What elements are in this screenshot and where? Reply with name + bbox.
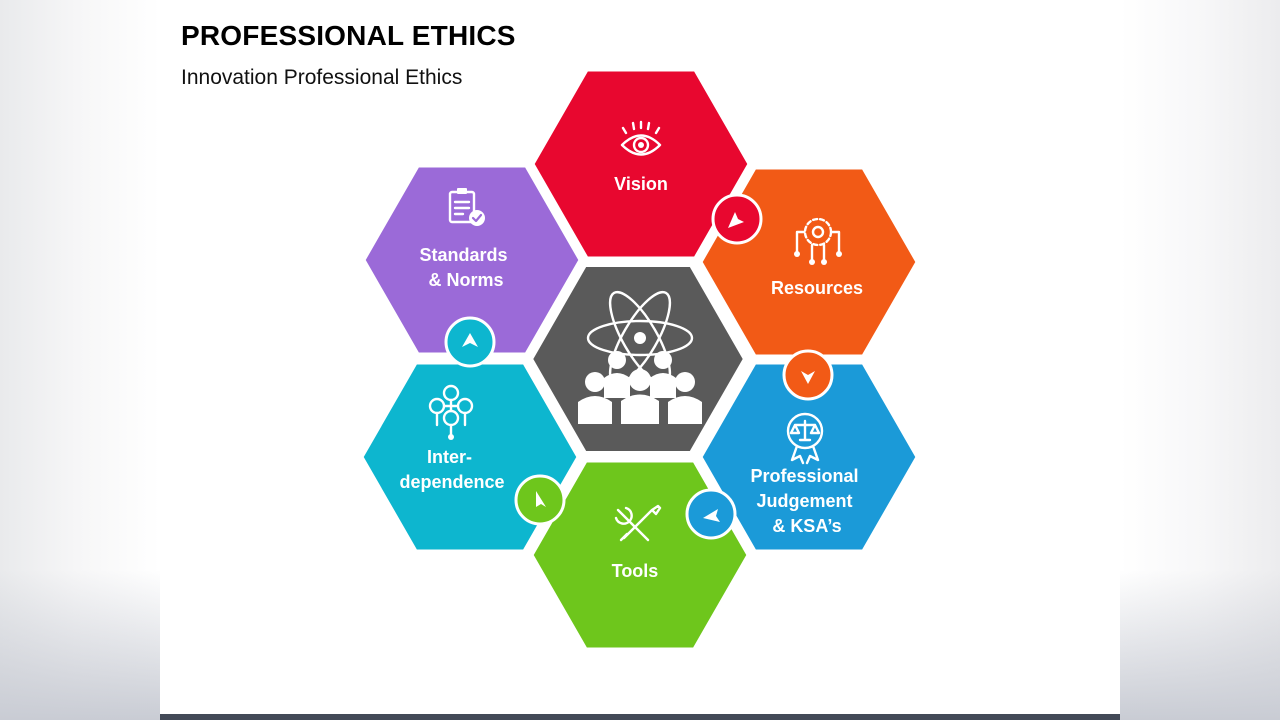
arrow-icon — [462, 333, 478, 347]
standards-label: Standards & Norms — [419, 245, 512, 290]
interdependence-label: Inter- dependence — [399, 447, 504, 492]
slide-bottom-bar — [160, 714, 1120, 720]
arrow-icon — [536, 491, 546, 507]
segment-vision: Vision — [531, 68, 751, 260]
hexagon-puzzle-diagram: Vision Resources — [360, 68, 919, 651]
arrow-icon — [703, 509, 720, 522]
vision-hexagon-shape — [531, 68, 751, 260]
segment-professional-judgement: Professional Judgement & KSA’s — [699, 361, 919, 553]
team-atom-icon — [578, 290, 702, 424]
slide: PROFESSIONAL ETHICS Innovation Professio… — [160, 0, 1120, 720]
connector-judgement-tools — [685, 488, 737, 540]
standards-hexagon-shape — [362, 164, 582, 356]
center-hexagon — [528, 263, 748, 455]
judgement-label: Professional Judgement & KSA’s — [750, 466, 863, 536]
connector-interdependence-standards — [444, 316, 496, 368]
connector-vision-resources — [711, 193, 763, 245]
segment-standards-norms: Standards & Norms — [362, 164, 582, 356]
tools-label: Tools — [612, 561, 659, 581]
slide-subtitle: Innovation Professional Ethics — [181, 66, 463, 89]
arrow-icon — [801, 371, 815, 384]
slide-title: PROFESSIONAL ETHICS — [181, 20, 516, 51]
vision-label: Vision — [614, 174, 668, 194]
connector-tools-interdependence — [514, 474, 566, 526]
resources-label: Resources — [771, 278, 863, 298]
arrow-icon — [728, 212, 744, 228]
connector-resources-judgement — [782, 349, 834, 401]
eye-icon — [620, 120, 662, 156]
scales-badge-icon — [786, 412, 824, 465]
network-gear-icon — [794, 217, 842, 265]
center-hexagon-shape — [528, 263, 748, 455]
checklist-icon — [448, 188, 485, 226]
tools-icon — [614, 504, 662, 542]
connected-people-icon — [428, 384, 474, 440]
